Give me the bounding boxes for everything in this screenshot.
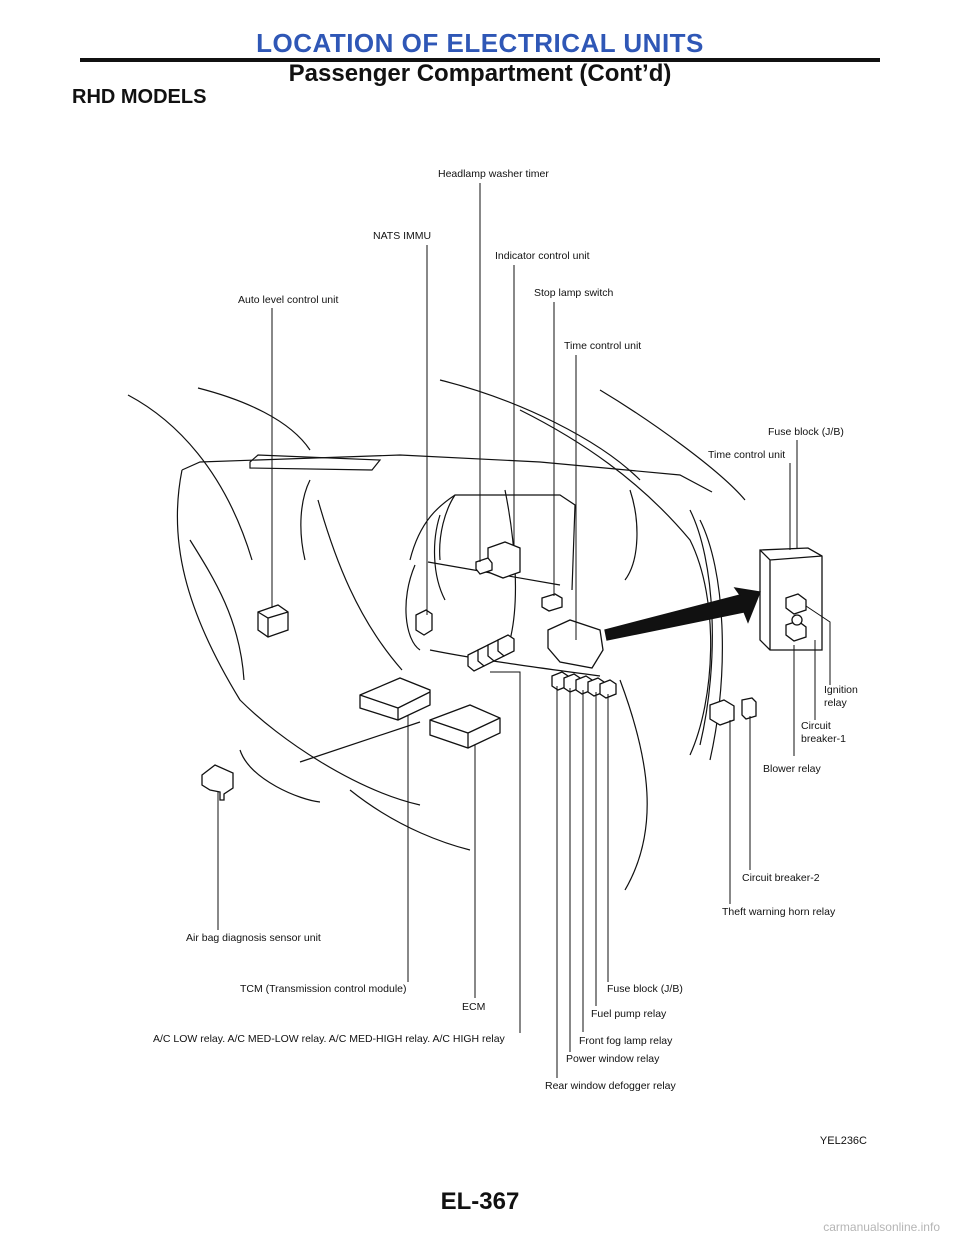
label-indicator-control-unit: Indicator control unit xyxy=(495,250,590,262)
figure-reference-code: YEL236C xyxy=(819,1135,867,1147)
header-divider xyxy=(80,58,880,62)
label-rear-window-defogger-relay: Rear window defogger relay xyxy=(545,1080,676,1092)
leader-lines xyxy=(217,183,831,1078)
label-tcm: TCM (Transmission control module) xyxy=(240,983,406,995)
label-nats-immu: NATS IMMU xyxy=(373,230,431,242)
label-ecm: ECM xyxy=(462,1001,485,1013)
label-fuel-pump-relay: Fuel pump relay xyxy=(591,1008,667,1020)
auto-level-control-unit-shape xyxy=(257,604,289,638)
detail-arrow-icon xyxy=(604,587,761,641)
section-title: RHD MODELS xyxy=(72,86,207,108)
tcm-box-shape xyxy=(359,677,431,721)
label-theft-warning-horn-relay: Theft warning horn relay xyxy=(722,906,836,918)
page-header-title: LOCATION OF ELECTRICAL UNITS xyxy=(256,28,704,58)
page-header-subtitle: Passenger Compartment (Cont’d) xyxy=(288,60,672,87)
label-air-bag-diagnosis-sensor-unit: Air bag diagnosis sensor unit xyxy=(186,932,321,944)
label-ac-relays: A/C LOW relay. A/C MED-LOW relay. A/C ME… xyxy=(153,1033,506,1045)
component-shapes xyxy=(201,541,823,801)
label-time-control-unit: Time control unit xyxy=(564,340,641,352)
time-control-unit-shape xyxy=(547,619,604,669)
indicator-control-unit-shape xyxy=(487,541,521,579)
label-auto-level-control-unit: Auto level control unit xyxy=(238,294,338,306)
watermark: carmanualsonline.info xyxy=(823,1220,940,1234)
label-circuit-breaker-2: Circuit breaker-2 xyxy=(742,872,820,884)
label-time-control-unit-2: Time control unit xyxy=(708,449,785,461)
nats-immu-shape xyxy=(415,609,433,636)
circuit-breaker-2-shape xyxy=(741,697,757,720)
label-blower-relay: Blower relay xyxy=(763,763,822,775)
stop-lamp-switch-shape xyxy=(541,593,563,612)
ecm-box-shape xyxy=(429,704,501,749)
label-front-fog-lamp-relay: Front fog lamp relay xyxy=(579,1035,673,1047)
dashboard-outline xyxy=(127,379,746,891)
label-ignition-relay-line2: relay xyxy=(824,697,848,709)
blower-relay-shape xyxy=(709,699,735,726)
label-fuse-block-jb: Fuse block (J/B) xyxy=(768,426,844,438)
label-circuit-breaker-1-line1: Circuit xyxy=(801,720,831,732)
label-ignition-relay-line1: Ignition xyxy=(824,684,858,696)
label-power-window-relay: Power window relay xyxy=(566,1053,660,1065)
label-circuit-breaker-1-line2: breaker-1 xyxy=(801,733,846,745)
label-fuse-block-jb-bottom: Fuse block (J/B) xyxy=(607,983,683,995)
label-stop-lamp-switch: Stop lamp switch xyxy=(534,287,614,299)
page-number: EL-367 xyxy=(440,1188,520,1215)
air-bag-sensor-shape xyxy=(201,764,234,801)
callout-labels: Headlamp washer timer NATS IMMU Indicato… xyxy=(153,168,858,1092)
label-headlamp-washer-timer: Headlamp washer timer xyxy=(438,168,549,180)
